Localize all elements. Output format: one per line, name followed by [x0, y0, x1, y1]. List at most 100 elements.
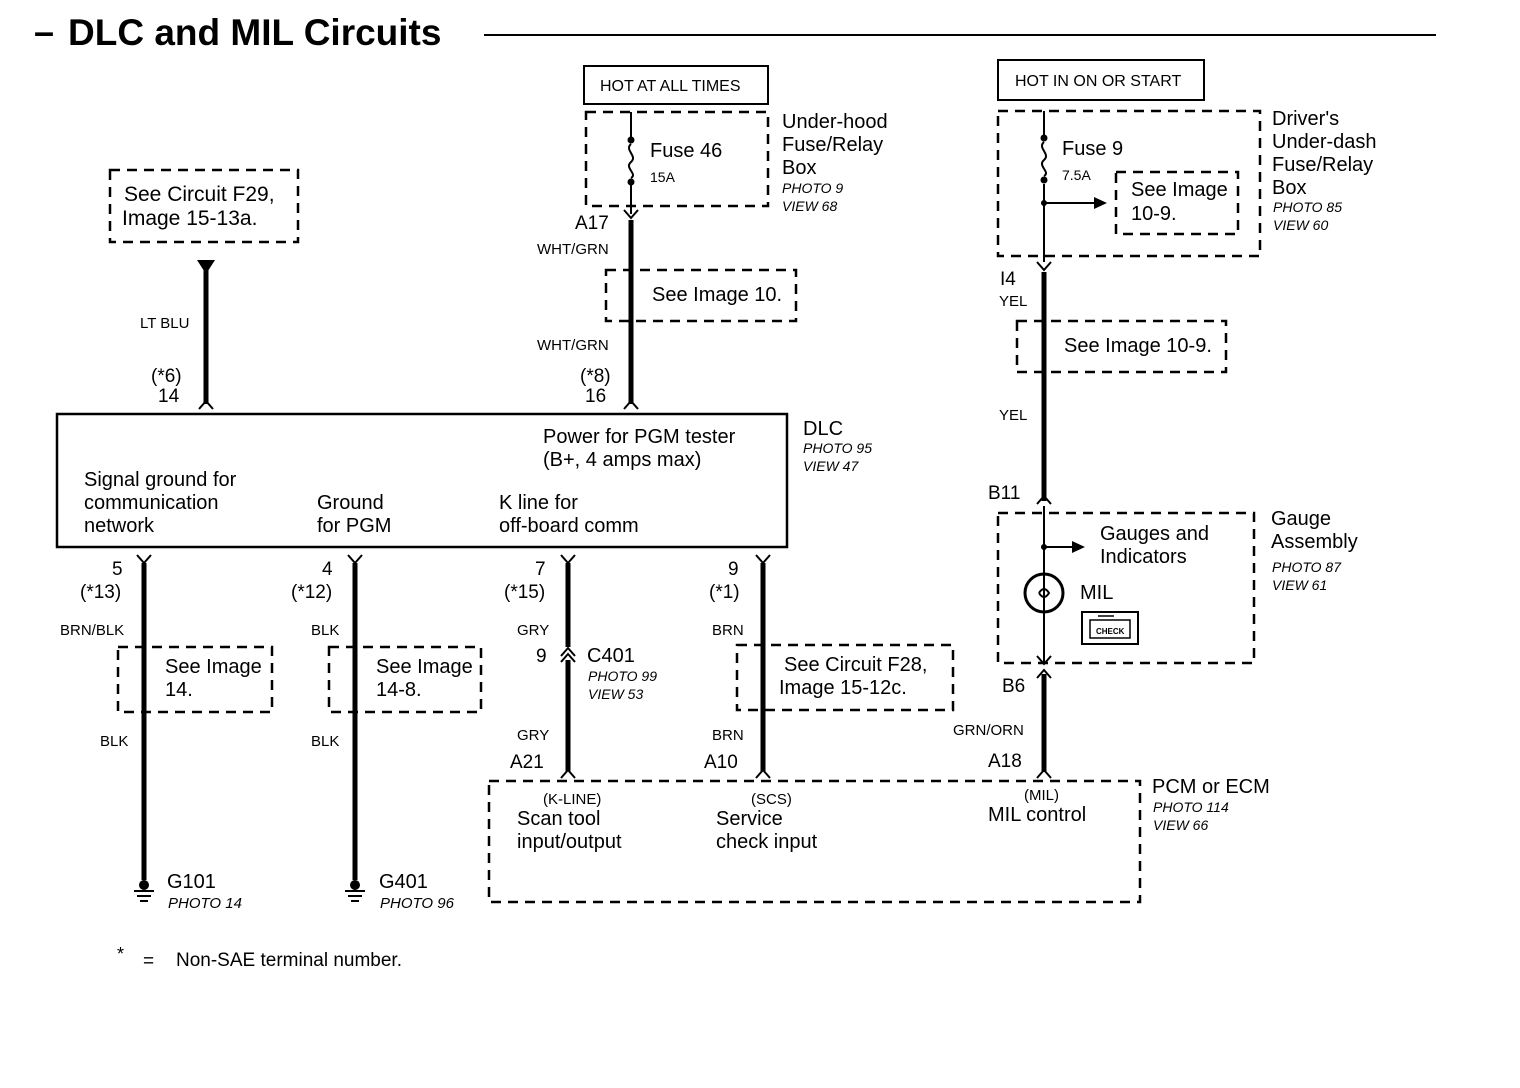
- img148-ref-line1: See Image: [376, 656, 473, 678]
- dlc-box: [55, 412, 789, 549]
- terminal-t16: 16: [585, 386, 606, 407]
- terminal-t5: 5: [112, 559, 123, 580]
- terminal-i4: I4: [1000, 269, 1016, 290]
- dlc-k-line-line1: K line for: [499, 492, 578, 514]
- c401-name: C401: [587, 645, 635, 667]
- connector-a10-icon: [755, 768, 771, 779]
- underdash-box-outline: [996, 109, 1262, 258]
- underdash-photo: PHOTO 85: [1273, 199, 1342, 215]
- terminal-a21: A21: [510, 752, 544, 773]
- g101-ground-icon: [134, 890, 154, 902]
- connector-a18-icon: [1036, 768, 1052, 779]
- pcm-mil-control: MIL control: [988, 804, 1086, 826]
- page-title: DLC and MIL Circuits: [68, 12, 441, 53]
- pcm-name: PCM or ECM: [1152, 776, 1270, 798]
- f28-ref-box: [735, 643, 955, 712]
- terminal-t7: 7: [535, 559, 546, 580]
- img14-ref-line2: 14.: [165, 679, 193, 701]
- terminal-b11: B11: [988, 483, 1020, 504]
- fuse9-symbol-icon: [1041, 141, 1047, 177]
- pcm-view: VIEW 66: [1153, 817, 1208, 833]
- f29-arrow-icon: [197, 260, 215, 274]
- wire-label-brn-blk: BRN/BLK: [60, 622, 124, 639]
- c401-connector-icon: [560, 646, 576, 663]
- connector-5-icon: [136, 554, 152, 565]
- wire-label-blk-3: BLK: [311, 733, 339, 750]
- underdash-view: VIEW 60: [1273, 217, 1328, 233]
- pcm-kline-line1: Scan tool: [517, 808, 600, 830]
- fuse46-name: Fuse 46: [650, 140, 722, 162]
- terminal-t1: (*1): [709, 582, 740, 603]
- img109-wire-ref-box: [1015, 319, 1228, 374]
- g401-photo: PHOTO 96: [380, 895, 455, 912]
- wire-label-wht-grn-2: WHT/GRN: [537, 337, 609, 354]
- fuse9-rating: 7.5A: [1062, 167, 1091, 183]
- dlc-ground-pgm-line1: Ground: [317, 492, 384, 514]
- img10-ref-text: See Image 10.: [652, 284, 782, 306]
- gauge-branch-arrow-icon: [1072, 541, 1085, 553]
- dlc-ground-pgm-line2: for PGM: [317, 515, 391, 537]
- dlc-photo: PHOTO 95: [803, 440, 872, 456]
- terminal-b6: B6: [1002, 676, 1025, 697]
- wire-label-wht-grn-1: WHT/GRN: [537, 241, 609, 258]
- gauge-label-2: Assembly: [1271, 531, 1358, 553]
- terminal-t14: 14: [158, 386, 180, 407]
- wire-label-gry-2: GRY: [517, 727, 549, 744]
- check-engine-symbol-icon: [1089, 615, 1131, 639]
- dlc-power-line1: Power for PGM tester: [543, 426, 736, 448]
- img14-ref-box: [116, 645, 274, 714]
- c401-photo: PHOTO 99: [588, 668, 657, 684]
- gauges-indicators-line2: Indicators: [1100, 546, 1187, 568]
- dlc-name: DLC: [803, 418, 843, 440]
- footnote-equals: =: [143, 951, 154, 972]
- terminal-t8: (*8): [580, 366, 611, 387]
- pcm-scs-line1: Service: [716, 808, 783, 830]
- underdash-label-2: Under-dash: [1272, 131, 1377, 153]
- terminal-t15: (*15): [504, 582, 545, 603]
- hot-all-times-box: [583, 65, 769, 105]
- g101-photo: PHOTO 14: [168, 895, 242, 912]
- dlc-signal-ground-line3: network: [84, 515, 155, 537]
- underhood-box-outline: [584, 110, 770, 208]
- g101-ground-node-icon: [139, 880, 149, 890]
- fuse9-node-top-icon: [1040, 134, 1048, 142]
- terminal-a17: A17: [575, 213, 609, 234]
- footnote-text: Non-SAE terminal number.: [176, 950, 402, 971]
- wire-label-brn-2: BRN: [712, 727, 744, 744]
- connector-i4-icon: [1036, 261, 1052, 272]
- f29-ref-line1: See Circuit F29,: [124, 183, 275, 206]
- f28-ref-line1: See Circuit F28,: [784, 654, 927, 676]
- f29-ref-box: [108, 168, 300, 244]
- terminal-t6: (*6): [151, 366, 182, 387]
- underdash-label-3: Fuse/Relay: [1272, 154, 1373, 176]
- connector-16-icon: [623, 399, 639, 410]
- terminal-t12: (*12): [291, 582, 332, 603]
- underhood-label-3: Box: [782, 157, 816, 179]
- mil-label: MIL: [1080, 582, 1113, 604]
- g401-ground-node-icon: [350, 880, 360, 890]
- fuse9-branch-arrow-icon: [1094, 197, 1107, 209]
- connector-b11-icon: [1036, 494, 1052, 505]
- g101-name: G101: [167, 871, 216, 893]
- terminal-a18: A18: [988, 751, 1022, 772]
- terminal-t13: (*13): [80, 582, 121, 603]
- hot-all-times-label: HOT AT ALL TIMES: [600, 78, 741, 95]
- check-engine-text: CHECK: [1096, 627, 1125, 636]
- footnote-star: *: [117, 944, 124, 964]
- dlc-power-line2: (B+, 4 amps max): [543, 449, 701, 471]
- wire-label-blk-2: BLK: [311, 622, 339, 639]
- gauge-view: VIEW 61: [1272, 577, 1327, 593]
- dlc-k-line-line2: off-board comm: [499, 515, 639, 537]
- c401-view: VIEW 53: [588, 686, 643, 702]
- wire-label-yel-1: YEL: [999, 293, 1027, 310]
- img148-ref-line2: 14-8.: [376, 679, 422, 701]
- fuse9-ref-line1: See Image: [1131, 179, 1228, 201]
- g401-ground-icon: [345, 890, 365, 902]
- pcm-box: [487, 779, 1142, 904]
- f28-ref-line2: Image 15-12c.: [779, 677, 907, 699]
- wire-label-yel-2: YEL: [999, 407, 1027, 424]
- connector-4-icon: [347, 554, 363, 565]
- g401-name: G401: [379, 871, 428, 893]
- mil-filament-icon: [1038, 574, 1051, 612]
